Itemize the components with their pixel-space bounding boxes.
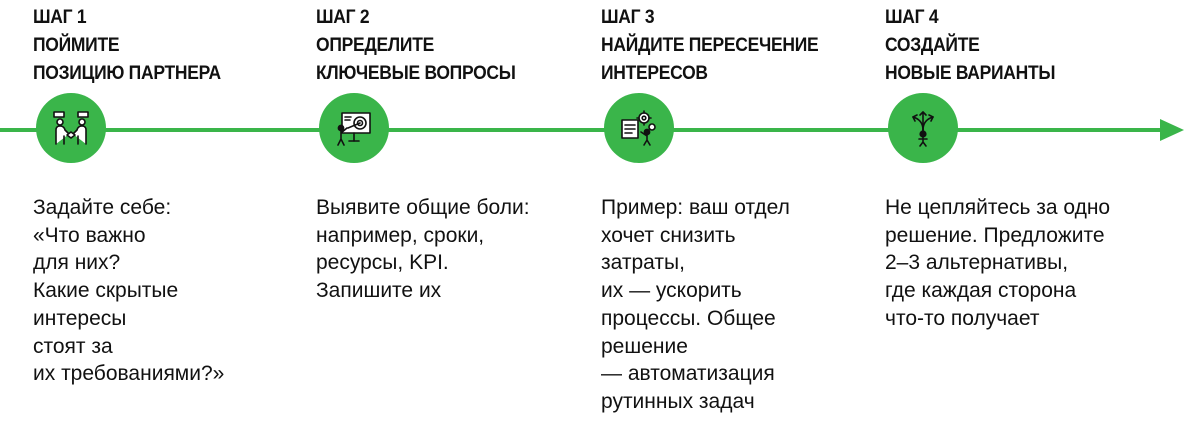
description-line: затраты,	[601, 251, 685, 275]
description-line: Какие скрытые	[33, 279, 179, 303]
step-icon-circle	[604, 93, 674, 163]
step-title-line: ПОЙМИТЕ	[33, 35, 120, 56]
step-title-line: КЛЮЧЕВЫЕ ВОПРОСЫ	[316, 63, 516, 84]
step-number: ШАГ 3	[601, 7, 655, 28]
step-icon-circle	[36, 93, 106, 163]
description-line: «Что важно	[33, 223, 146, 247]
gears-checklist-icon	[621, 110, 656, 146]
target-presentation-icon	[337, 112, 371, 146]
description-line: для них?	[33, 251, 121, 275]
description-line: Пример: ваш отдел	[601, 196, 790, 219]
step-title-line: ИНТЕРЕСОВ	[601, 63, 708, 84]
description-line: Не цепляйтесь за одно	[885, 196, 1111, 219]
description-line: что-то получает	[885, 306, 1040, 330]
step-title-line: НАЙДИТЕ ПЕРЕСЕЧЕНИЕ	[601, 35, 819, 56]
timeline-arrowhead	[1160, 119, 1184, 141]
description-line: 2–3 альтернативы,	[885, 251, 1069, 275]
step-heading: ШАГ 4 СОЗДАЙТЕ НОВЫЕ ВАРИАНТЫ	[885, 4, 1133, 88]
description-line: их требованиями?»	[33, 362, 225, 386]
step-title-line: СОЗДАЙТЕ	[885, 35, 980, 56]
description-line: интересы	[33, 306, 127, 330]
description-line: решение	[601, 334, 688, 358]
step-description: Пример: ваш отдел хочет снизить затраты,…	[601, 194, 886, 416]
step-heading: ШАГ 2 ОПРЕДЕЛИТЕ КЛЮЧЕВЫЕ ВОПРОСЫ	[316, 4, 564, 88]
step-number: ШАГ 1	[33, 7, 87, 28]
description-line: Выявите общие боли:	[316, 196, 530, 219]
step-heading: ШАГ 1 ПОЙМИТЕ ПОЗИЦИЮ ПАРТНЕРА	[33, 4, 281, 88]
step-description: Не цепляйтесь за одно решение. Предложит…	[885, 194, 1170, 333]
step-icon-circle	[888, 93, 958, 163]
description-line: — автоматизация	[601, 362, 775, 386]
step-heading: ШАГ 3 НАЙДИТЕ ПЕРЕСЕЧЕНИЕ ИНТЕРЕСОВ	[601, 4, 849, 88]
description-line: рутинных задач	[601, 389, 755, 413]
description-line: Запишите их	[316, 279, 442, 303]
timeline-line	[0, 128, 1164, 132]
description-line: стоят за	[33, 334, 113, 358]
description-line: Задайте себе:	[33, 196, 172, 219]
description-line: процессы. Общее	[601, 306, 776, 330]
crossroads-arrows-icon	[912, 111, 934, 147]
description-line: где каждая сторона	[885, 279, 1077, 303]
step-description: Задайте себе: «Что важно для них? Какие …	[33, 194, 318, 388]
step-description: Выявите общие боли: например, сроки, рес…	[316, 194, 601, 305]
step-title-line: ПОЗИЦИЮ ПАРТНЕРА	[33, 63, 221, 84]
step-title-line: ОПРЕДЕЛИТЕ	[316, 35, 435, 56]
step-title-line: НОВЫЕ ВАРИАНТЫ	[885, 63, 1056, 84]
description-line: решение. Предложите	[885, 223, 1105, 247]
step-icon-circle	[319, 93, 389, 163]
description-line: ресурсы, KPI.	[316, 251, 449, 275]
description-line: их — ускорить	[601, 279, 742, 303]
step-number: ШАГ 4	[885, 7, 939, 28]
description-line: хочет снизить	[601, 223, 736, 247]
description-line: например, сроки,	[316, 223, 485, 247]
step-number: ШАГ 2	[316, 7, 370, 28]
handshake-icon	[53, 111, 89, 145]
